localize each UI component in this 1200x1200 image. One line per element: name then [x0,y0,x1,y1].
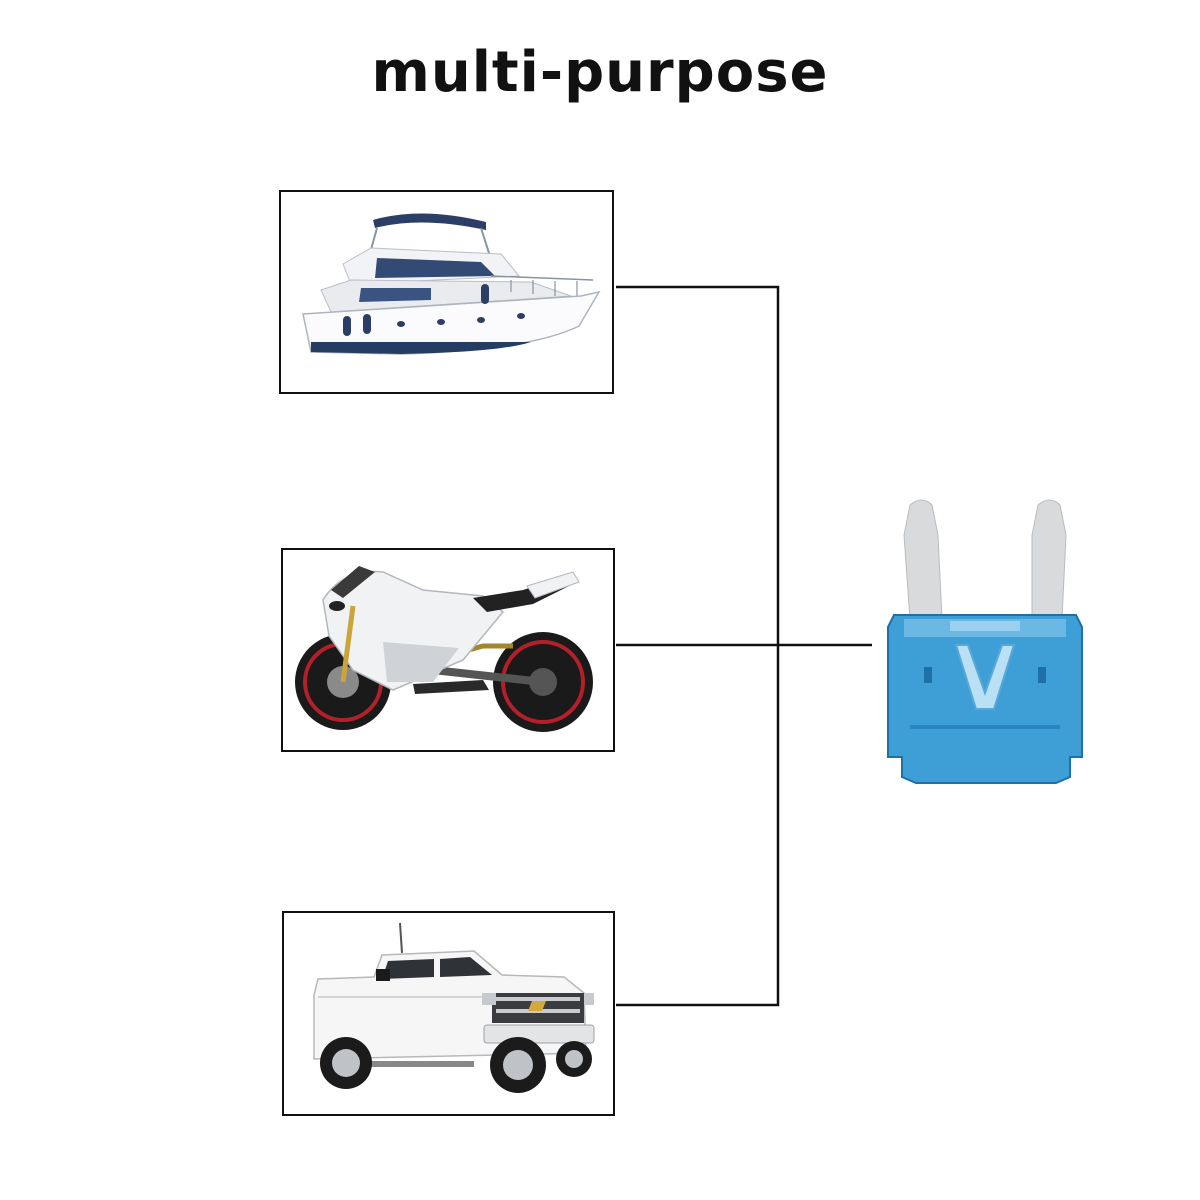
truck-image-frame [282,911,615,1116]
pickup-truck-icon [313,922,595,1093]
page-title: multi-purpose [371,40,829,105]
motorcycle-image-frame [281,548,615,752]
motorcycle-icon [295,566,593,732]
yacht-icon [302,213,601,355]
mini-blade-fuse-icon [887,499,1083,784]
boat-image-frame [279,190,614,394]
